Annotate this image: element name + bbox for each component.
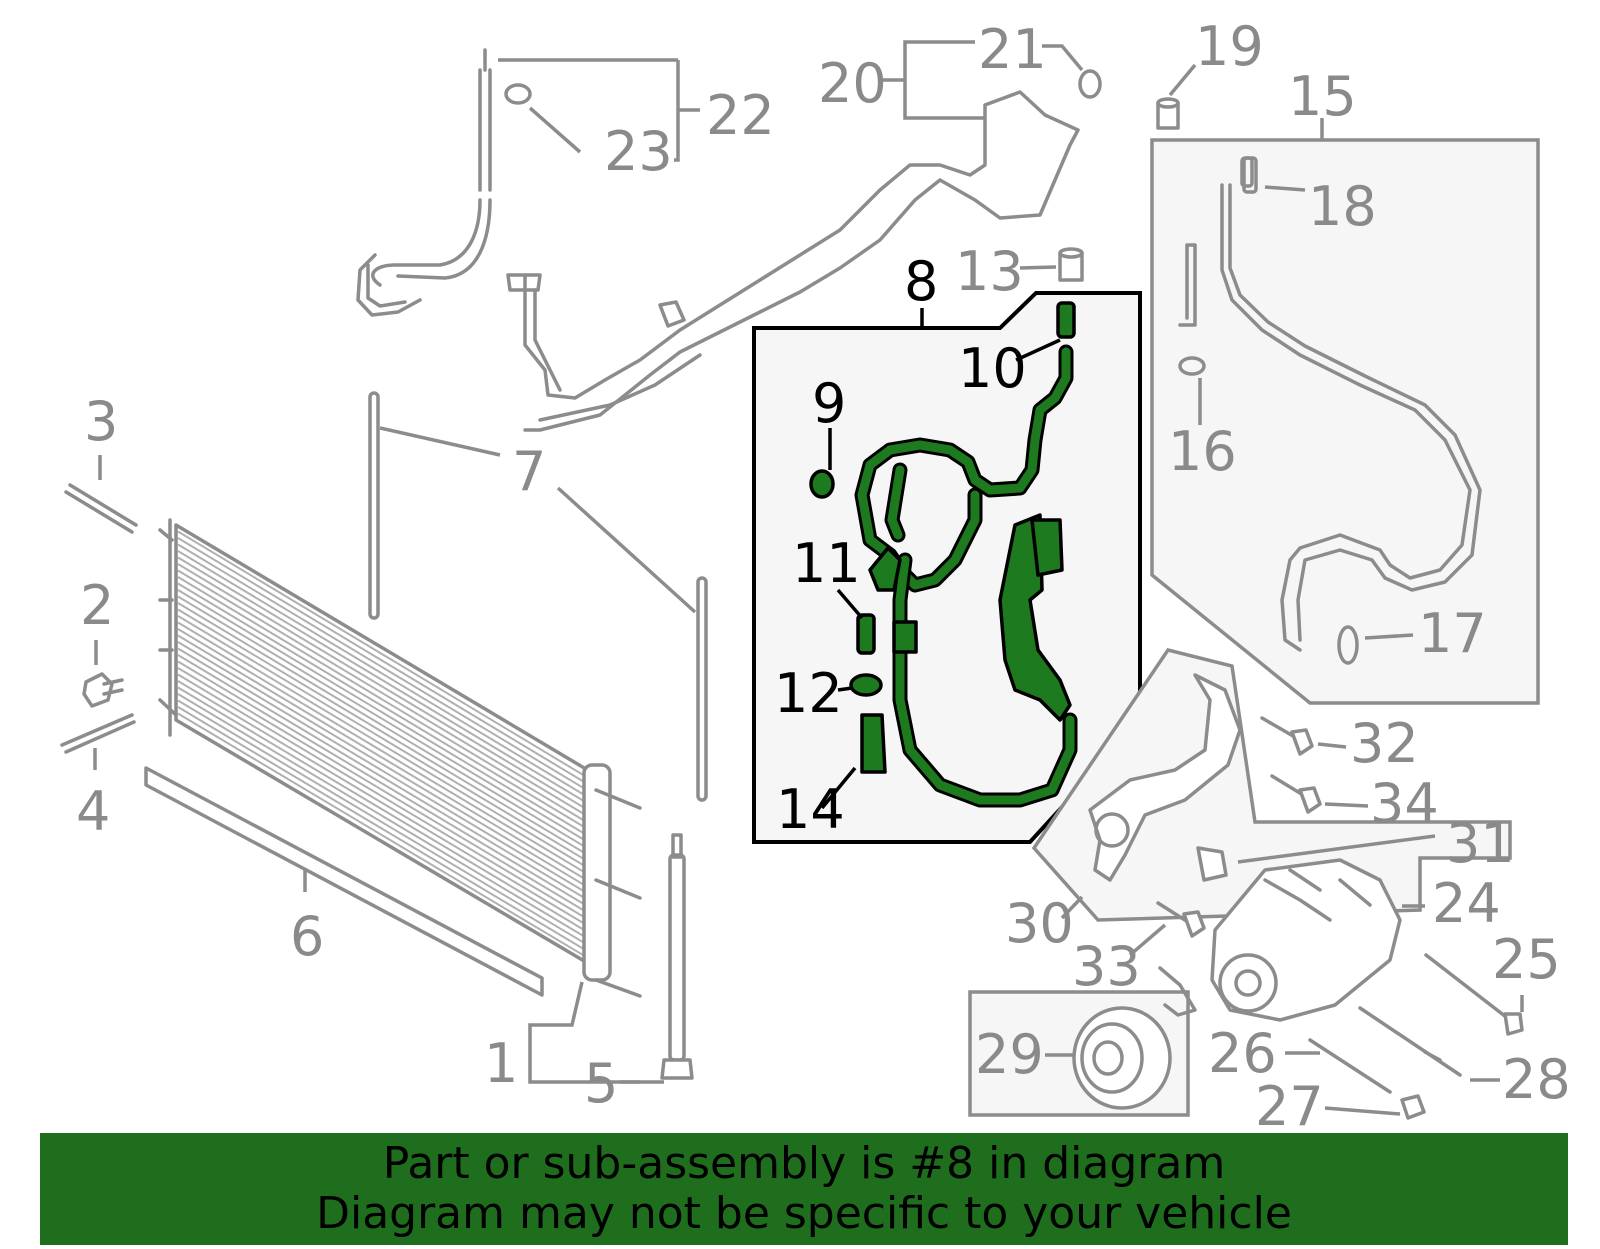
info-banner: Part or sub-assembly is #8 in diagram Di…: [40, 1133, 1568, 1245]
clutch-29: [1072, 966, 1197, 1110]
callout-labels: 1 2 3 4 5 6 7 8 9 10 11 12 13 14 15 16 1…: [76, 15, 1571, 1138]
callout-22: 22: [706, 84, 775, 147]
callout-11: 11: [792, 532, 861, 595]
leader-lines: [93, 40, 1524, 1116]
o-ring-21: [1078, 69, 1102, 99]
callout-20: 20: [818, 52, 887, 115]
callout-7: 7: [512, 440, 546, 503]
cap-13: [1058, 247, 1084, 282]
callout-19: 19: [1195, 15, 1264, 78]
callout-5: 5: [584, 1052, 618, 1115]
ac-line-assembly-8: [809, 301, 1078, 808]
callout-16: 16: [1168, 420, 1237, 483]
pin-4: [60, 713, 136, 754]
line-20: [506, 90, 1080, 432]
callout-26: 26: [1208, 1022, 1277, 1085]
callout-4: 4: [76, 780, 110, 843]
bracket-30: [1088, 673, 1242, 882]
line-22: [356, 48, 492, 317]
callout-14: 14: [776, 778, 845, 841]
callout-32: 32: [1350, 712, 1419, 775]
bolt-33: [1156, 901, 1206, 938]
callout-15: 15: [1288, 65, 1357, 128]
callout-23: 23: [604, 120, 673, 183]
receiver-drier-5: [660, 833, 694, 1080]
rod-7b: [696, 576, 708, 802]
bushing-31: [1196, 846, 1228, 882]
bolt-28: [1358, 1006, 1462, 1077]
callout-30: 30: [1005, 892, 1074, 955]
bolt-25: [1424, 953, 1524, 1036]
callout-29: 29: [975, 1023, 1044, 1086]
bolt-2: [82, 672, 124, 708]
banner-line-1: Part or sub-assembly is #8 in diagram: [382, 1138, 1226, 1189]
callout-33: 33: [1072, 935, 1141, 998]
callout-2: 2: [80, 574, 114, 637]
callout-1: 1: [484, 1032, 518, 1095]
compressor-24: [1210, 858, 1402, 1022]
group-box-15: [1150, 118, 1540, 705]
suction-hose-15: [1178, 156, 1482, 652]
condenser: [158, 518, 642, 998]
bolt-34: [1270, 774, 1322, 814]
callout-8: 8: [904, 250, 938, 313]
callout-18: 18: [1308, 175, 1377, 238]
pin-3: [64, 483, 138, 534]
o-ring-16: [1178, 356, 1206, 376]
callout-9: 9: [812, 372, 846, 435]
callout-31: 31: [1446, 812, 1515, 875]
callout-10: 10: [958, 337, 1027, 400]
callout-25: 25: [1492, 928, 1561, 991]
valve-18: [1242, 156, 1258, 194]
callout-27: 27: [1255, 1075, 1324, 1138]
callout-13: 13: [955, 240, 1024, 303]
banner-line-2: Diagram may not be specific to your vehi…: [316, 1188, 1292, 1239]
callout-24: 24: [1432, 872, 1501, 935]
callout-12: 12: [774, 662, 843, 725]
nut-27: [1400, 1094, 1426, 1120]
bolt-26: [1308, 1038, 1392, 1094]
callout-28: 28: [1502, 1048, 1571, 1111]
callout-6: 6: [290, 905, 324, 968]
o-ring-23: [504, 83, 532, 105]
seal-17: [1337, 625, 1359, 665]
callout-17: 17: [1418, 602, 1487, 665]
seal-strip-6: [144, 766, 544, 997]
rod-7a: [368, 391, 380, 620]
callout-3: 3: [84, 390, 118, 453]
bolt-32: [1260, 716, 1314, 756]
callout-21: 21: [978, 18, 1047, 81]
cap-19: [1156, 97, 1180, 130]
callout-34: 34: [1370, 772, 1439, 835]
